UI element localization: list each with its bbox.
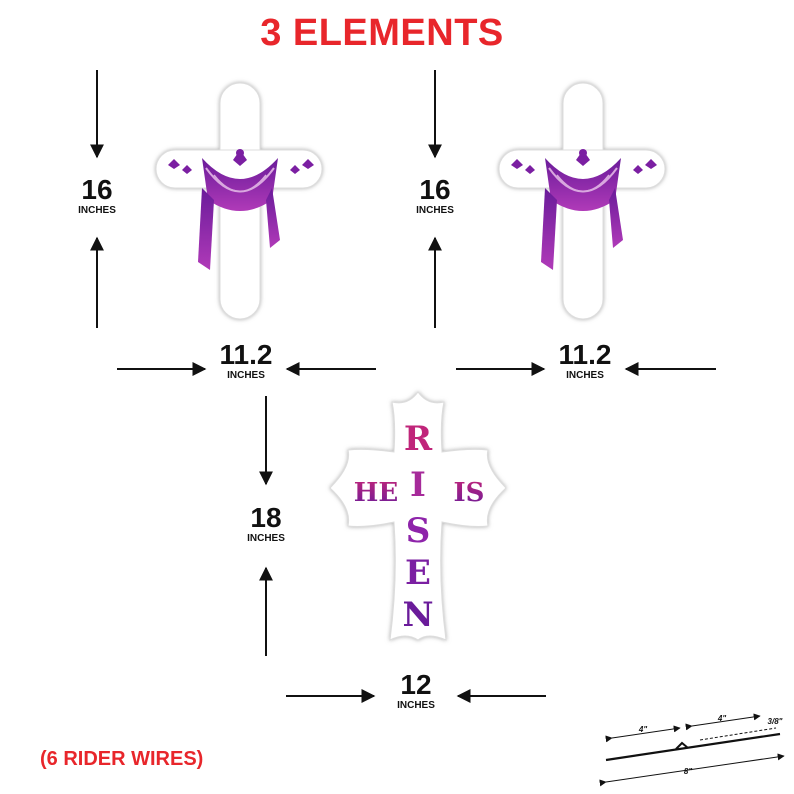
right-height-label: 16 INCHES: [405, 175, 465, 217]
risen-letter-s: S: [406, 511, 431, 551]
wire-offset-label: 3/8": [768, 717, 783, 726]
left-width-label: 11.2 INCHES: [206, 340, 286, 382]
wire-segment-a-label: 4": [638, 725, 647, 734]
bottom-height-unit: INCHES: [247, 533, 285, 544]
page-title: 3 ELEMENTS: [260, 12, 504, 54]
wire-total-label: 8": [684, 767, 692, 776]
draped-cross-left: [155, 82, 323, 320]
left-height-unit: INCHES: [78, 205, 116, 216]
risen-letter-e: E: [405, 553, 431, 593]
right-height-value: 16: [419, 174, 451, 205]
bottom-width-unit: INCHES: [397, 700, 435, 711]
right-height-unit: INCHES: [416, 205, 454, 216]
left-width-unit: INCHES: [227, 370, 265, 381]
wire-segment-b-label: 4": [717, 714, 726, 723]
risen-letter-i: I: [410, 465, 426, 505]
he-word: HE: [354, 478, 398, 508]
rider-wires-note: (6 RIDER WIRES): [40, 748, 204, 770]
dimension-arrows: [90, 70, 716, 703]
right-width-label: 11.2 INCHES: [545, 340, 625, 382]
left-height-label: 16 INCHES: [67, 175, 127, 217]
bottom-width-label: 12 INCHES: [386, 670, 446, 712]
rider-wire: [605, 732, 781, 762]
bottom-width-value: 12: [400, 669, 432, 700]
bottom-height-value: 18: [250, 502, 282, 533]
he-is-risen-cross: HE IS R I S E N: [329, 391, 507, 641]
right-width-value: 11.2: [558, 339, 612, 370]
left-width-value: 11.2: [219, 339, 273, 370]
left-height-value: 16: [81, 174, 113, 205]
right-width-unit: INCHES: [566, 370, 604, 381]
draped-cross-right: [498, 82, 666, 320]
rider-wire-diagram: 4" 4" 3/8" 8": [599, 713, 785, 787]
risen-letter-n: N: [402, 595, 433, 635]
is-word: IS: [454, 478, 485, 508]
risen-letter-r: R: [404, 419, 433, 459]
bottom-height-label: 18 INCHES: [236, 503, 296, 545]
